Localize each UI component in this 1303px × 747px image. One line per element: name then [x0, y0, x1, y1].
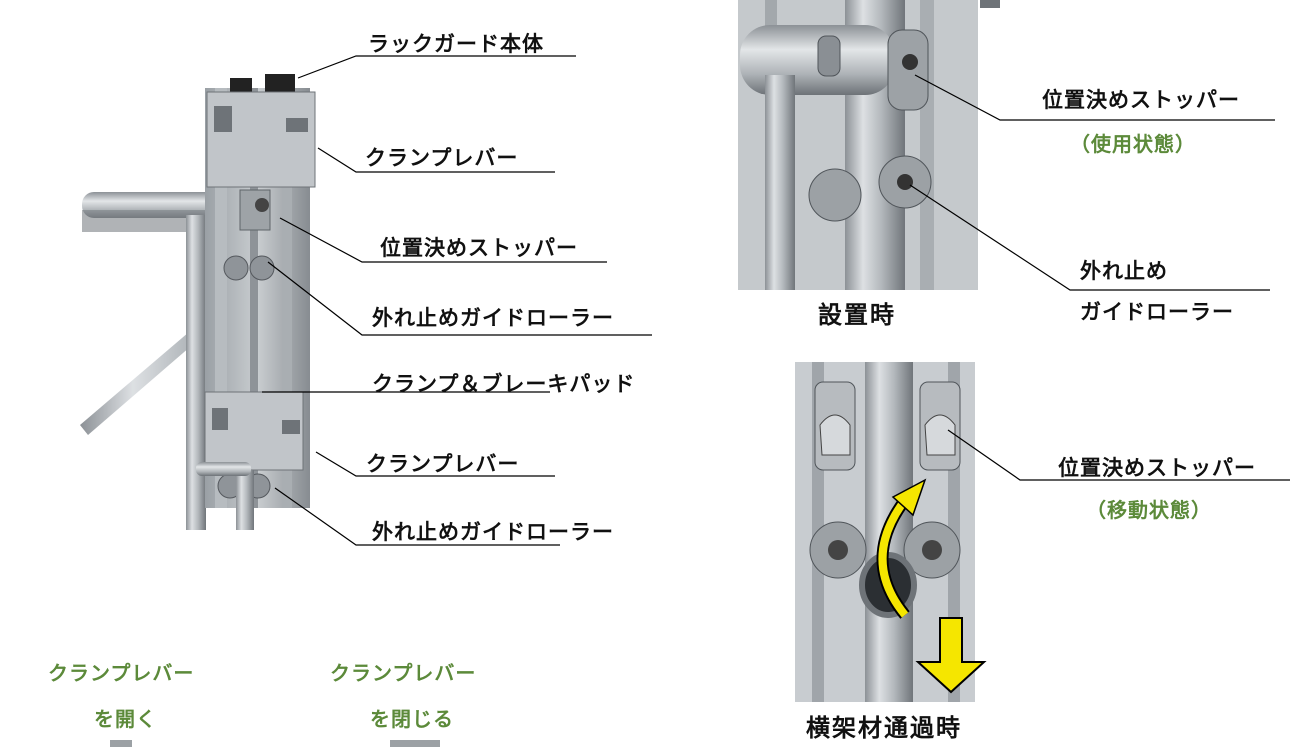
installed-photo [738, 0, 1000, 290]
stopper-in-use [887, 29, 929, 111]
label-open-lever-line2: を開く [94, 707, 157, 731]
label-positioning-stopper-moving: 位置決めストッパー [1058, 456, 1256, 480]
label-close-lever-line1: クランプレバー [330, 661, 477, 685]
label-positioning-stopper: 位置決めストッパー [380, 236, 578, 260]
label-positioning-stopper-installed: 位置決めストッパー [1042, 88, 1240, 112]
caption-installed: 設置時 [818, 301, 896, 329]
left-leader-lines [262, 55, 652, 546]
rotation-arrow-icon [878, 497, 909, 618]
label-anti-derail-line2: ガイドローラー [1080, 300, 1234, 324]
right-top-leader-lines [909, 74, 1275, 291]
label-anti-derail-line1: 外れ止め [1080, 259, 1168, 283]
vertical-pole [186, 215, 206, 530]
label-moving-state: （移動状態） [1086, 498, 1212, 522]
top-cap [230, 78, 252, 92]
crossing-photo [795, 362, 987, 702]
down-arrow-icon [915, 617, 987, 694]
label-clamp-lever-lower: クランプレバー [366, 452, 520, 476]
label-rack-guard-body: ラックガード本体 [368, 32, 544, 56]
label-clamp-brake-pad: クランプ＆ブレーキパッド [372, 372, 636, 396]
label-anti-derail-roller-lower: 外れ止めガイドローラー [372, 520, 614, 544]
label-close-lever-line2: を閉じる [370, 707, 454, 731]
label-anti-derail-roller-upper: 外れ止めガイドローラー [372, 306, 614, 330]
label-open-lever-line1: クランプレバー [48, 661, 195, 685]
caption-crossing: 横架材通過時 [806, 714, 962, 742]
left-device-photo [80, 74, 316, 530]
label-in-use-state: （使用状態） [1070, 132, 1196, 156]
right-bottom-leader-lines [947, 429, 1290, 481]
label-clamp-lever-upper: クランプレバー [365, 146, 519, 170]
bottom-thumbnails [110, 740, 440, 747]
